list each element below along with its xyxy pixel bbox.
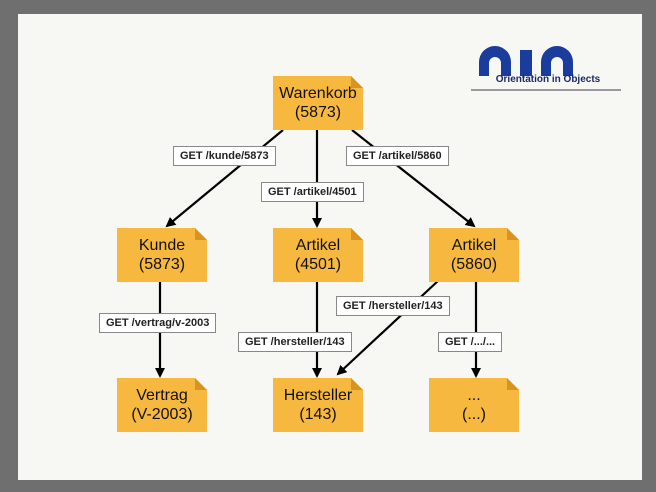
node-id: (5873)	[138, 256, 186, 273]
node-title: Artikel	[451, 237, 497, 254]
node-id: (143)	[299, 406, 337, 423]
node-title: Kunde	[138, 237, 186, 254]
node-id: (...)	[462, 406, 486, 423]
node-title: Hersteller	[283, 387, 353, 404]
node-id: (V-2003)	[131, 406, 193, 423]
node-artikel-4501: Artikel (4501)	[273, 228, 363, 282]
node-id: (4501)	[294, 256, 342, 273]
edge-label-get-artikel-5860: GET /artikel/5860	[346, 146, 449, 166]
edge-label-get-vertrag: GET /vertrag/v-2003	[99, 313, 217, 333]
node-title: ...	[467, 387, 481, 404]
node-title: Vertrag	[136, 387, 188, 404]
arrow-warenkorb-artikel-5860	[351, 129, 476, 228]
node-warenkorb: Warenkorb (5873)	[273, 76, 363, 130]
oio-logo: Orientation in Objects	[471, 44, 623, 94]
node-id: (5873)	[294, 104, 342, 121]
edge-label-get-hersteller-a: GET /hersteller/143	[336, 296, 450, 316]
logo-caption: Orientation in Objects	[495, 74, 601, 85]
node-more: ... (...)	[429, 378, 519, 432]
edge-label-get-hersteller-b: GET /hersteller/143	[238, 332, 352, 352]
node-artikel-5860: Artikel (5860)	[429, 228, 519, 282]
edge-label-get-artikel-4501: GET /artikel/4501	[261, 182, 364, 202]
edge-label-get-kunde: GET /kunde/5873	[173, 146, 276, 166]
node-title: Warenkorb	[279, 85, 357, 102]
node-id: (5860)	[450, 256, 498, 273]
node-hersteller: Hersteller (143)	[273, 378, 363, 432]
slide: Orientation in Objects Waren	[18, 14, 642, 480]
arrow-warenkorb-kunde	[165, 129, 284, 228]
oio-logo-mark	[479, 46, 573, 76]
node-kunde: Kunde (5873)	[117, 228, 207, 282]
edge-label-get-more: GET /.../...	[438, 332, 503, 352]
arrow-artikel-5860-hersteller	[336, 279, 440, 376]
node-vertrag: Vertrag (V-2003)	[117, 378, 207, 432]
node-title: Artikel	[295, 237, 341, 254]
logo-divider	[471, 89, 621, 91]
